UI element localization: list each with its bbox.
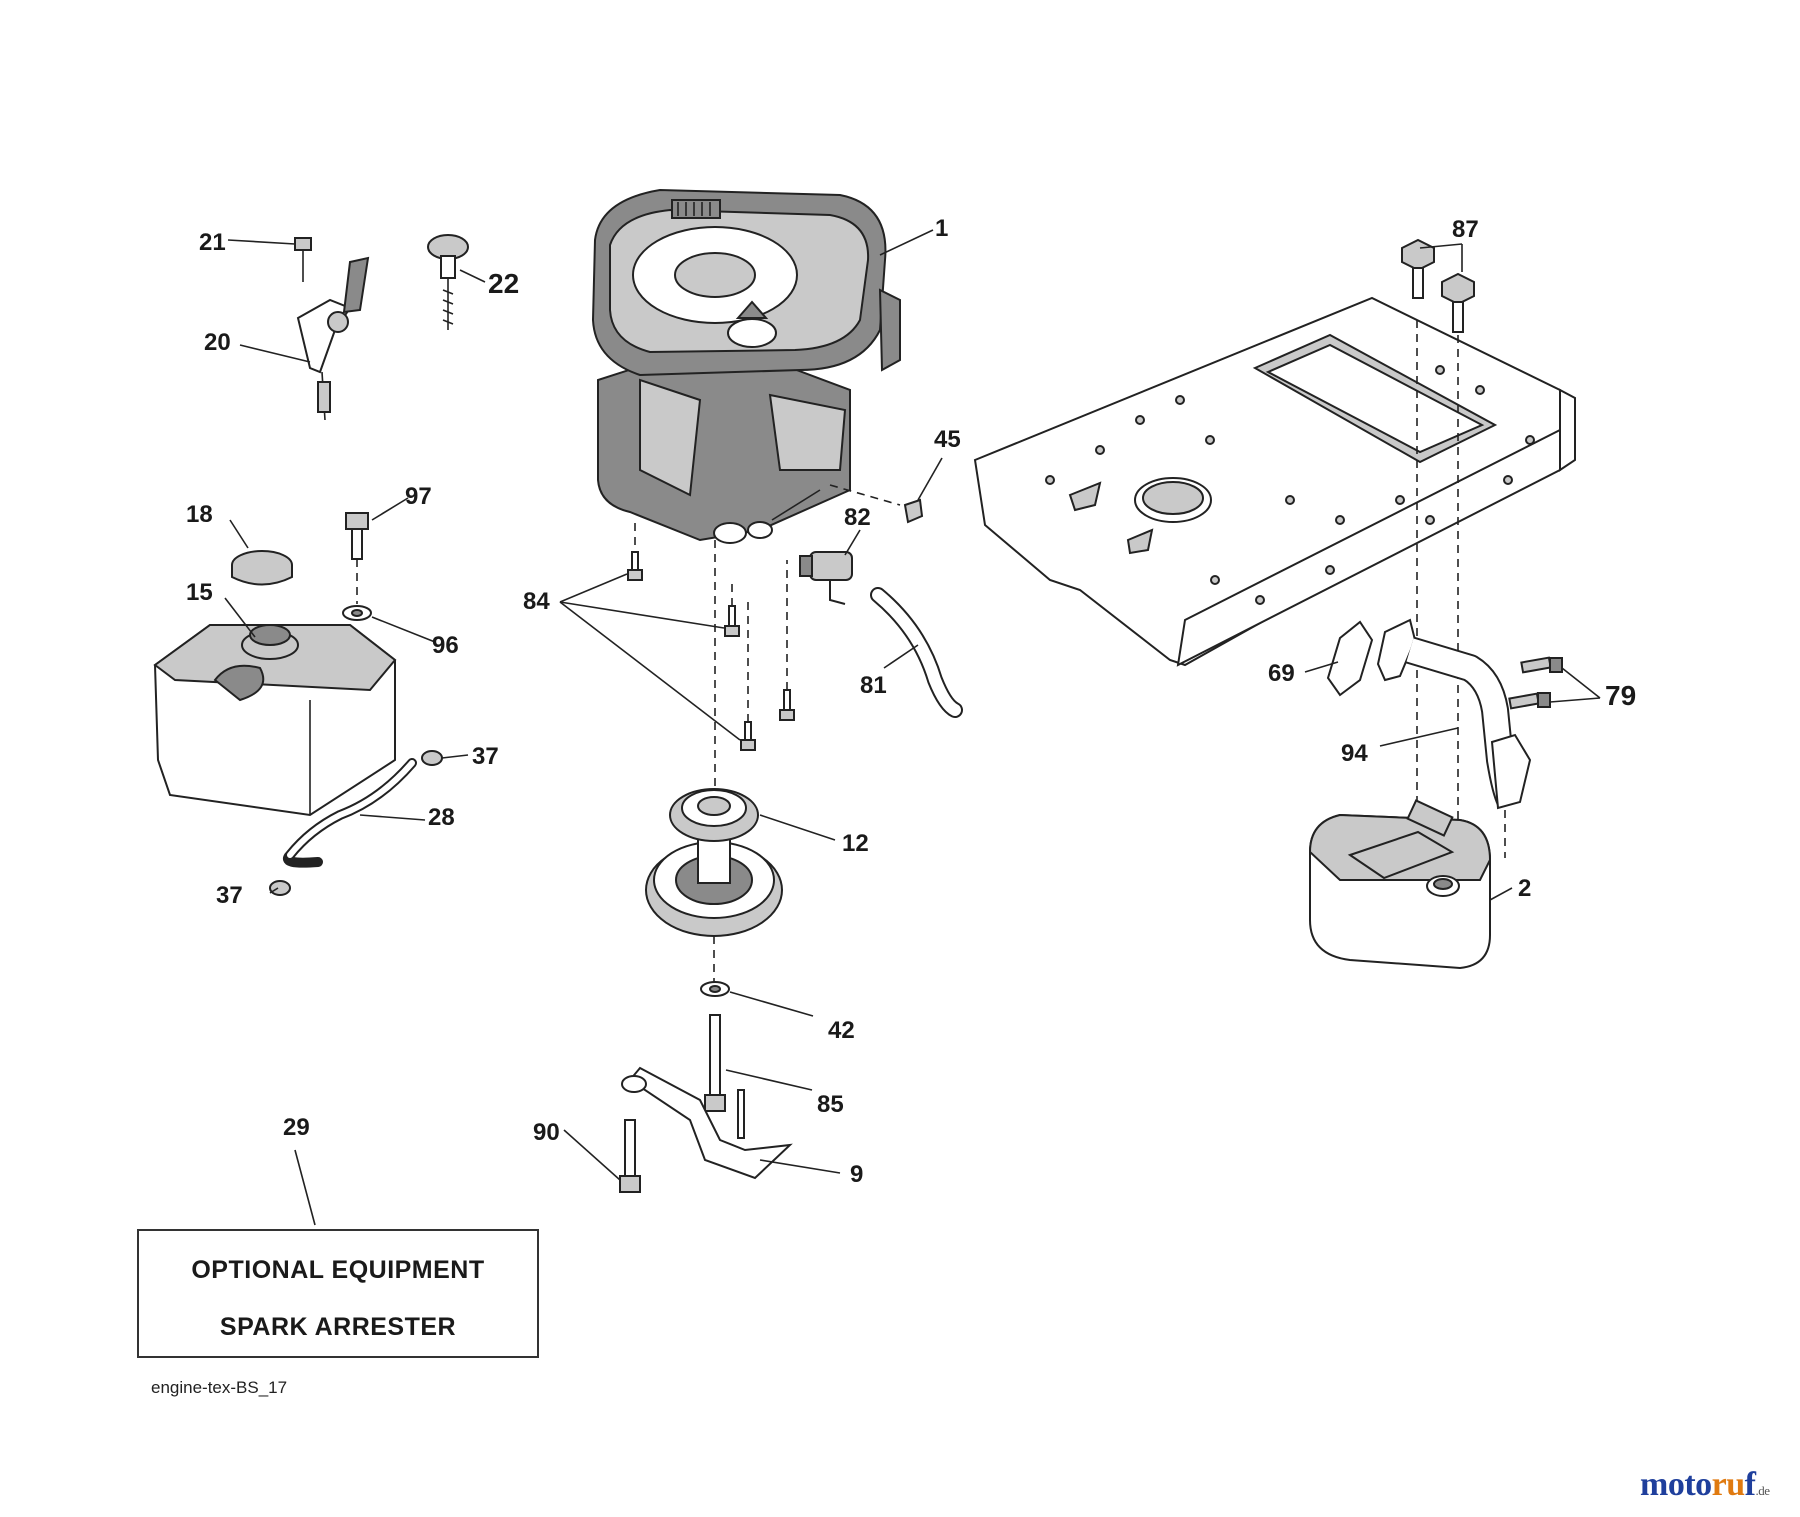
callout-97: 97 xyxy=(405,483,432,510)
optional-equipment-label: OPTIONAL EQUIPMENT xyxy=(191,1256,485,1284)
engine-bolts xyxy=(627,520,795,800)
callout-1: 1 xyxy=(935,215,948,242)
callout-90: 90 xyxy=(533,1119,560,1146)
watermark-tld: .de xyxy=(1755,1483,1771,1498)
fuel-tank xyxy=(153,624,397,817)
pulley-bolt-and-bracket xyxy=(619,981,793,1193)
callout-labels: 1 2 9 12 15 18 20 21 22 28 29 37 37 42 4… xyxy=(186,215,1636,1188)
callout-15: 15 xyxy=(186,579,213,606)
callout-81: 81 xyxy=(860,672,887,699)
callout-37-upper: 37 xyxy=(472,743,499,770)
callout-18: 18 xyxy=(186,501,213,528)
chassis-frame xyxy=(973,296,1576,845)
engine-assembly xyxy=(591,188,901,544)
callout-9: 9 xyxy=(850,1161,863,1188)
callout-22: 22 xyxy=(488,268,519,299)
callout-29: 29 xyxy=(283,1114,310,1141)
leader-lines xyxy=(224,229,1601,1226)
callout-21: 21 xyxy=(199,229,226,256)
nut-and-hose xyxy=(799,484,963,718)
throttle-control xyxy=(294,237,370,421)
callout-79: 79 xyxy=(1605,680,1636,711)
muffler xyxy=(1308,799,1492,970)
fuel-cap xyxy=(231,550,293,586)
callout-2: 2 xyxy=(1518,875,1531,902)
callout-28: 28 xyxy=(428,804,455,831)
callout-20: 20 xyxy=(204,329,231,356)
callout-94: 94 xyxy=(1341,740,1368,767)
callout-82: 82 xyxy=(844,504,871,531)
bolt-and-washer xyxy=(342,512,372,621)
callout-96: 96 xyxy=(432,632,459,659)
engine-pulley xyxy=(645,788,783,985)
watermark-logo: motoruf.de xyxy=(1640,1466,1770,1504)
callout-69: 69 xyxy=(1268,660,1295,687)
fuel-line xyxy=(269,750,443,896)
exhaust-assembly xyxy=(1326,618,1563,858)
callout-37-lower: 37 xyxy=(216,882,243,909)
choke-knob xyxy=(427,234,469,330)
callout-87: 87 xyxy=(1452,216,1479,243)
optional-equipment-box: OPTIONAL EQUIPMENT SPARK ARRESTER xyxy=(137,1229,539,1358)
drawing-code: engine-tex-BS_17 xyxy=(151,1378,288,1397)
spark-arrester-label: SPARK ARRESTER xyxy=(219,1313,457,1341)
callout-42: 42 xyxy=(828,1017,855,1044)
callout-45: 45 xyxy=(934,426,961,453)
callout-85: 85 xyxy=(817,1091,844,1118)
callout-12: 12 xyxy=(842,830,869,857)
callout-84: 84 xyxy=(523,588,550,615)
watermark-text: motoruf xyxy=(1640,1466,1756,1503)
